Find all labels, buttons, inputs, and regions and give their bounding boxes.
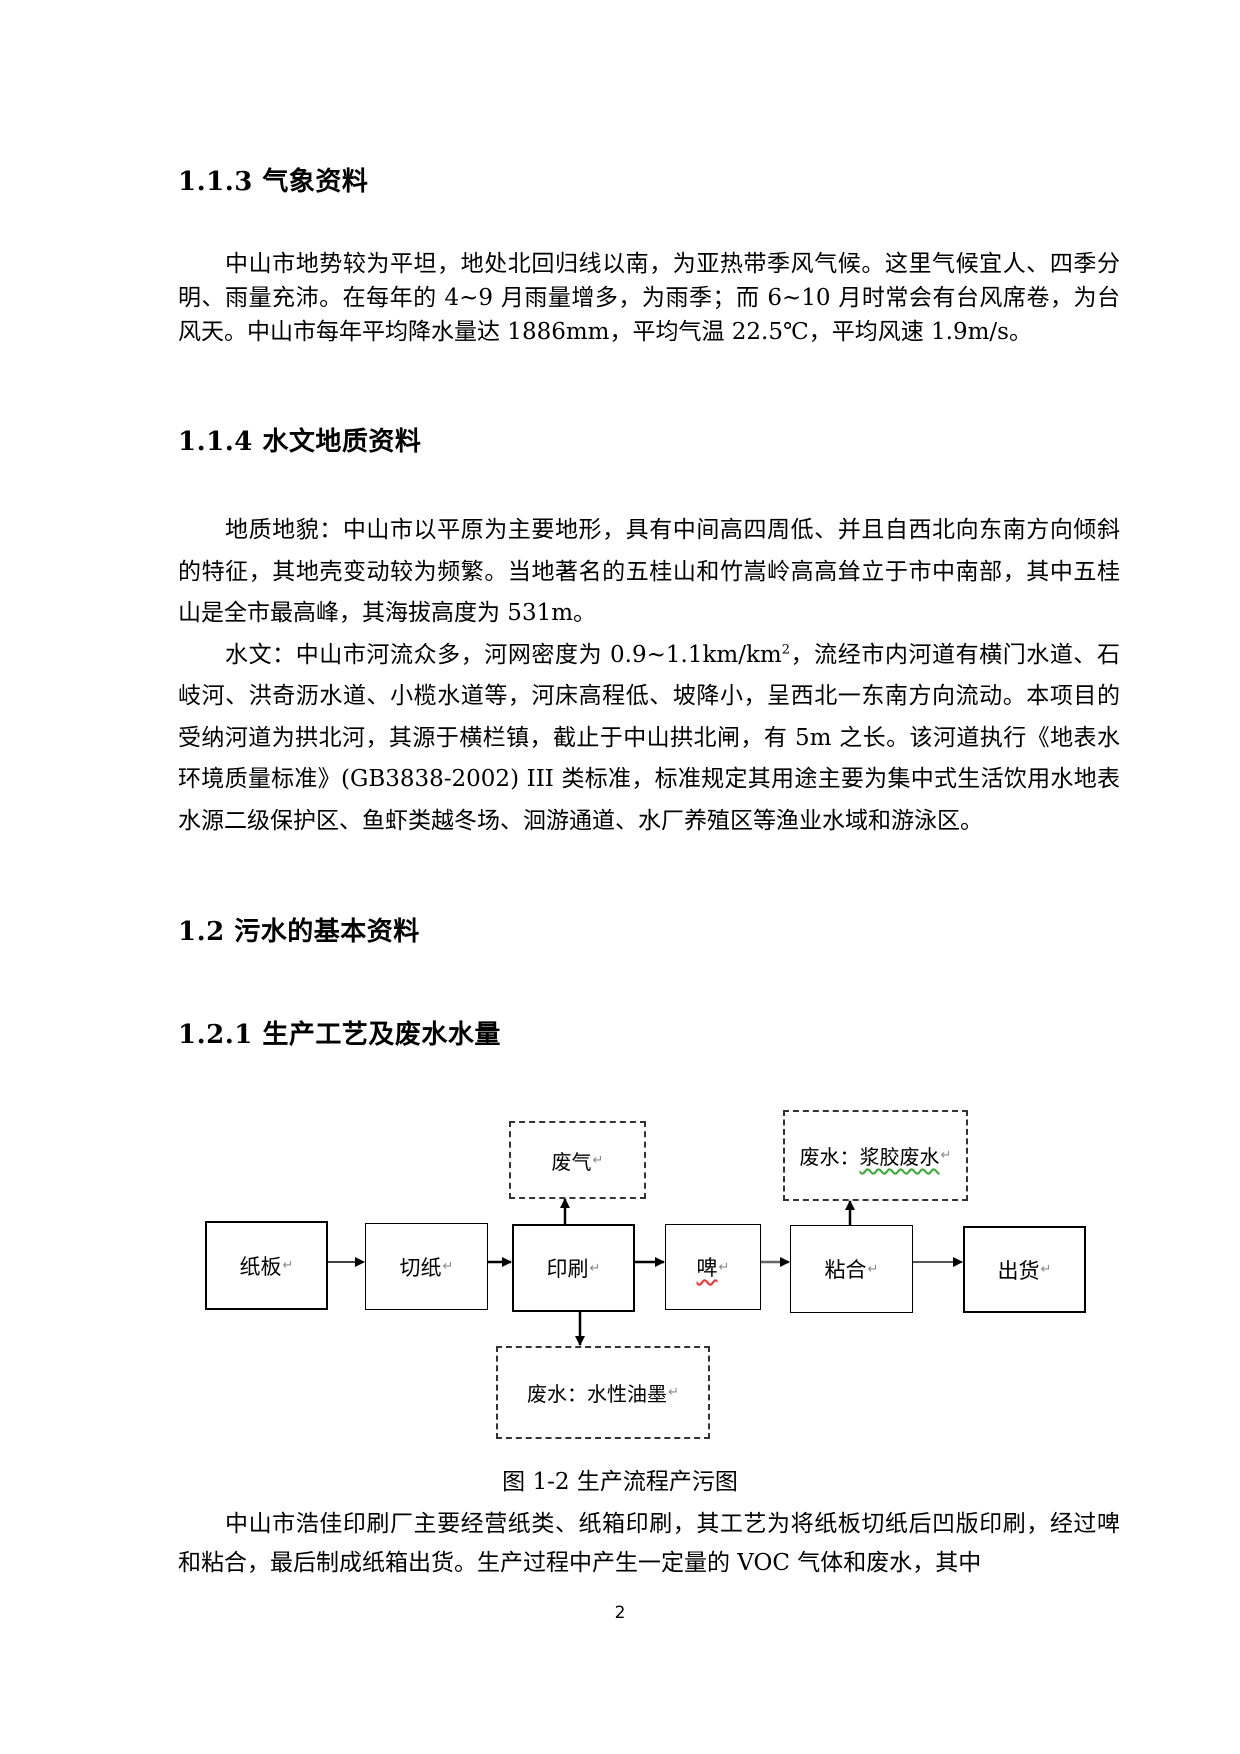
paragraph-mark-icon: ↵ (592, 1152, 604, 1168)
paragraph-climate: 中山市地势较为平坦，地处北回归线以南，为亚热带季风气候。这里气候宜人、四季分明、… (178, 247, 1120, 349)
output-waste-water-glue: 废水：浆胶废水↵ (783, 1110, 968, 1201)
heading-1-2: 1.2 污水的基本资料 (178, 917, 420, 947)
paragraph-mark-icon: ↵ (1040, 1262, 1052, 1277)
geology-text: 地质地貌：中山市以平原为主要地形，具有中间高四周低、并且自西北向东南方向倾斜的特… (178, 517, 1120, 626)
paragraph-mark-icon: ↵ (867, 1261, 879, 1277)
heading-1-1-3: 1.1.3 气象资料 (178, 167, 369, 197)
process-text: 中山市浩佳印刷厂主要经营纸类、纸箱印刷，其工艺为将纸板切纸后凹版印刷，经过啤和粘… (178, 1511, 1120, 1576)
output-waste-water-ink: 废水：水性油墨↵ (496, 1346, 710, 1439)
heading-1-1-4: 1.1.4 水文地质资料 (178, 427, 422, 457)
paragraph-mark-icon: ↵ (940, 1148, 952, 1163)
hydrology-text: 水文：中山市河流众多，河网密度为 0.9~1.1km/km2，流经市内河道有横门… (178, 641, 1121, 834)
step-beer: 啤↵ (665, 1224, 761, 1310)
figure-caption: 图 1-2 生产流程产污图 (502, 1469, 738, 1495)
step-shipping: 出货↵ (963, 1226, 1086, 1313)
paragraph-mark-icon: ↵ (442, 1259, 454, 1274)
step-printing: 印刷↵ (512, 1224, 635, 1312)
output-waste-gas: 废气↵ (509, 1121, 646, 1199)
paragraph-process-description: 中山市浩佳印刷厂主要经营纸类、纸箱印刷，其工艺为将纸板切纸后凹版印刷，经过啤和粘… (178, 1505, 1120, 1583)
page-number: 2 (614, 1603, 626, 1623)
step-paperboard: 纸板↵ (205, 1221, 328, 1310)
paragraph-hydrogeology: 地质地貌：中山市以平原为主要地形，具有中间高四周低、并且自西北向东南方向倾斜的特… (178, 510, 1120, 842)
heading-1-2-1: 1.2.1 生产工艺及废水水量 (178, 1020, 501, 1050)
paragraph-mark-icon: ↵ (668, 1385, 679, 1400)
step-gluing: 粘合↵ (790, 1225, 913, 1313)
paragraph-mark-icon: ↵ (282, 1258, 294, 1273)
step-cutting: 切纸↵ (365, 1223, 488, 1310)
climate-text: 中山市地势较为平坦，地处北回归线以南，为亚热带季风气候。这里气候宜人、四季分明、… (178, 251, 1120, 345)
paragraph-mark-icon: ↵ (589, 1260, 601, 1276)
paragraph-mark-icon: ↵ (718, 1259, 730, 1275)
